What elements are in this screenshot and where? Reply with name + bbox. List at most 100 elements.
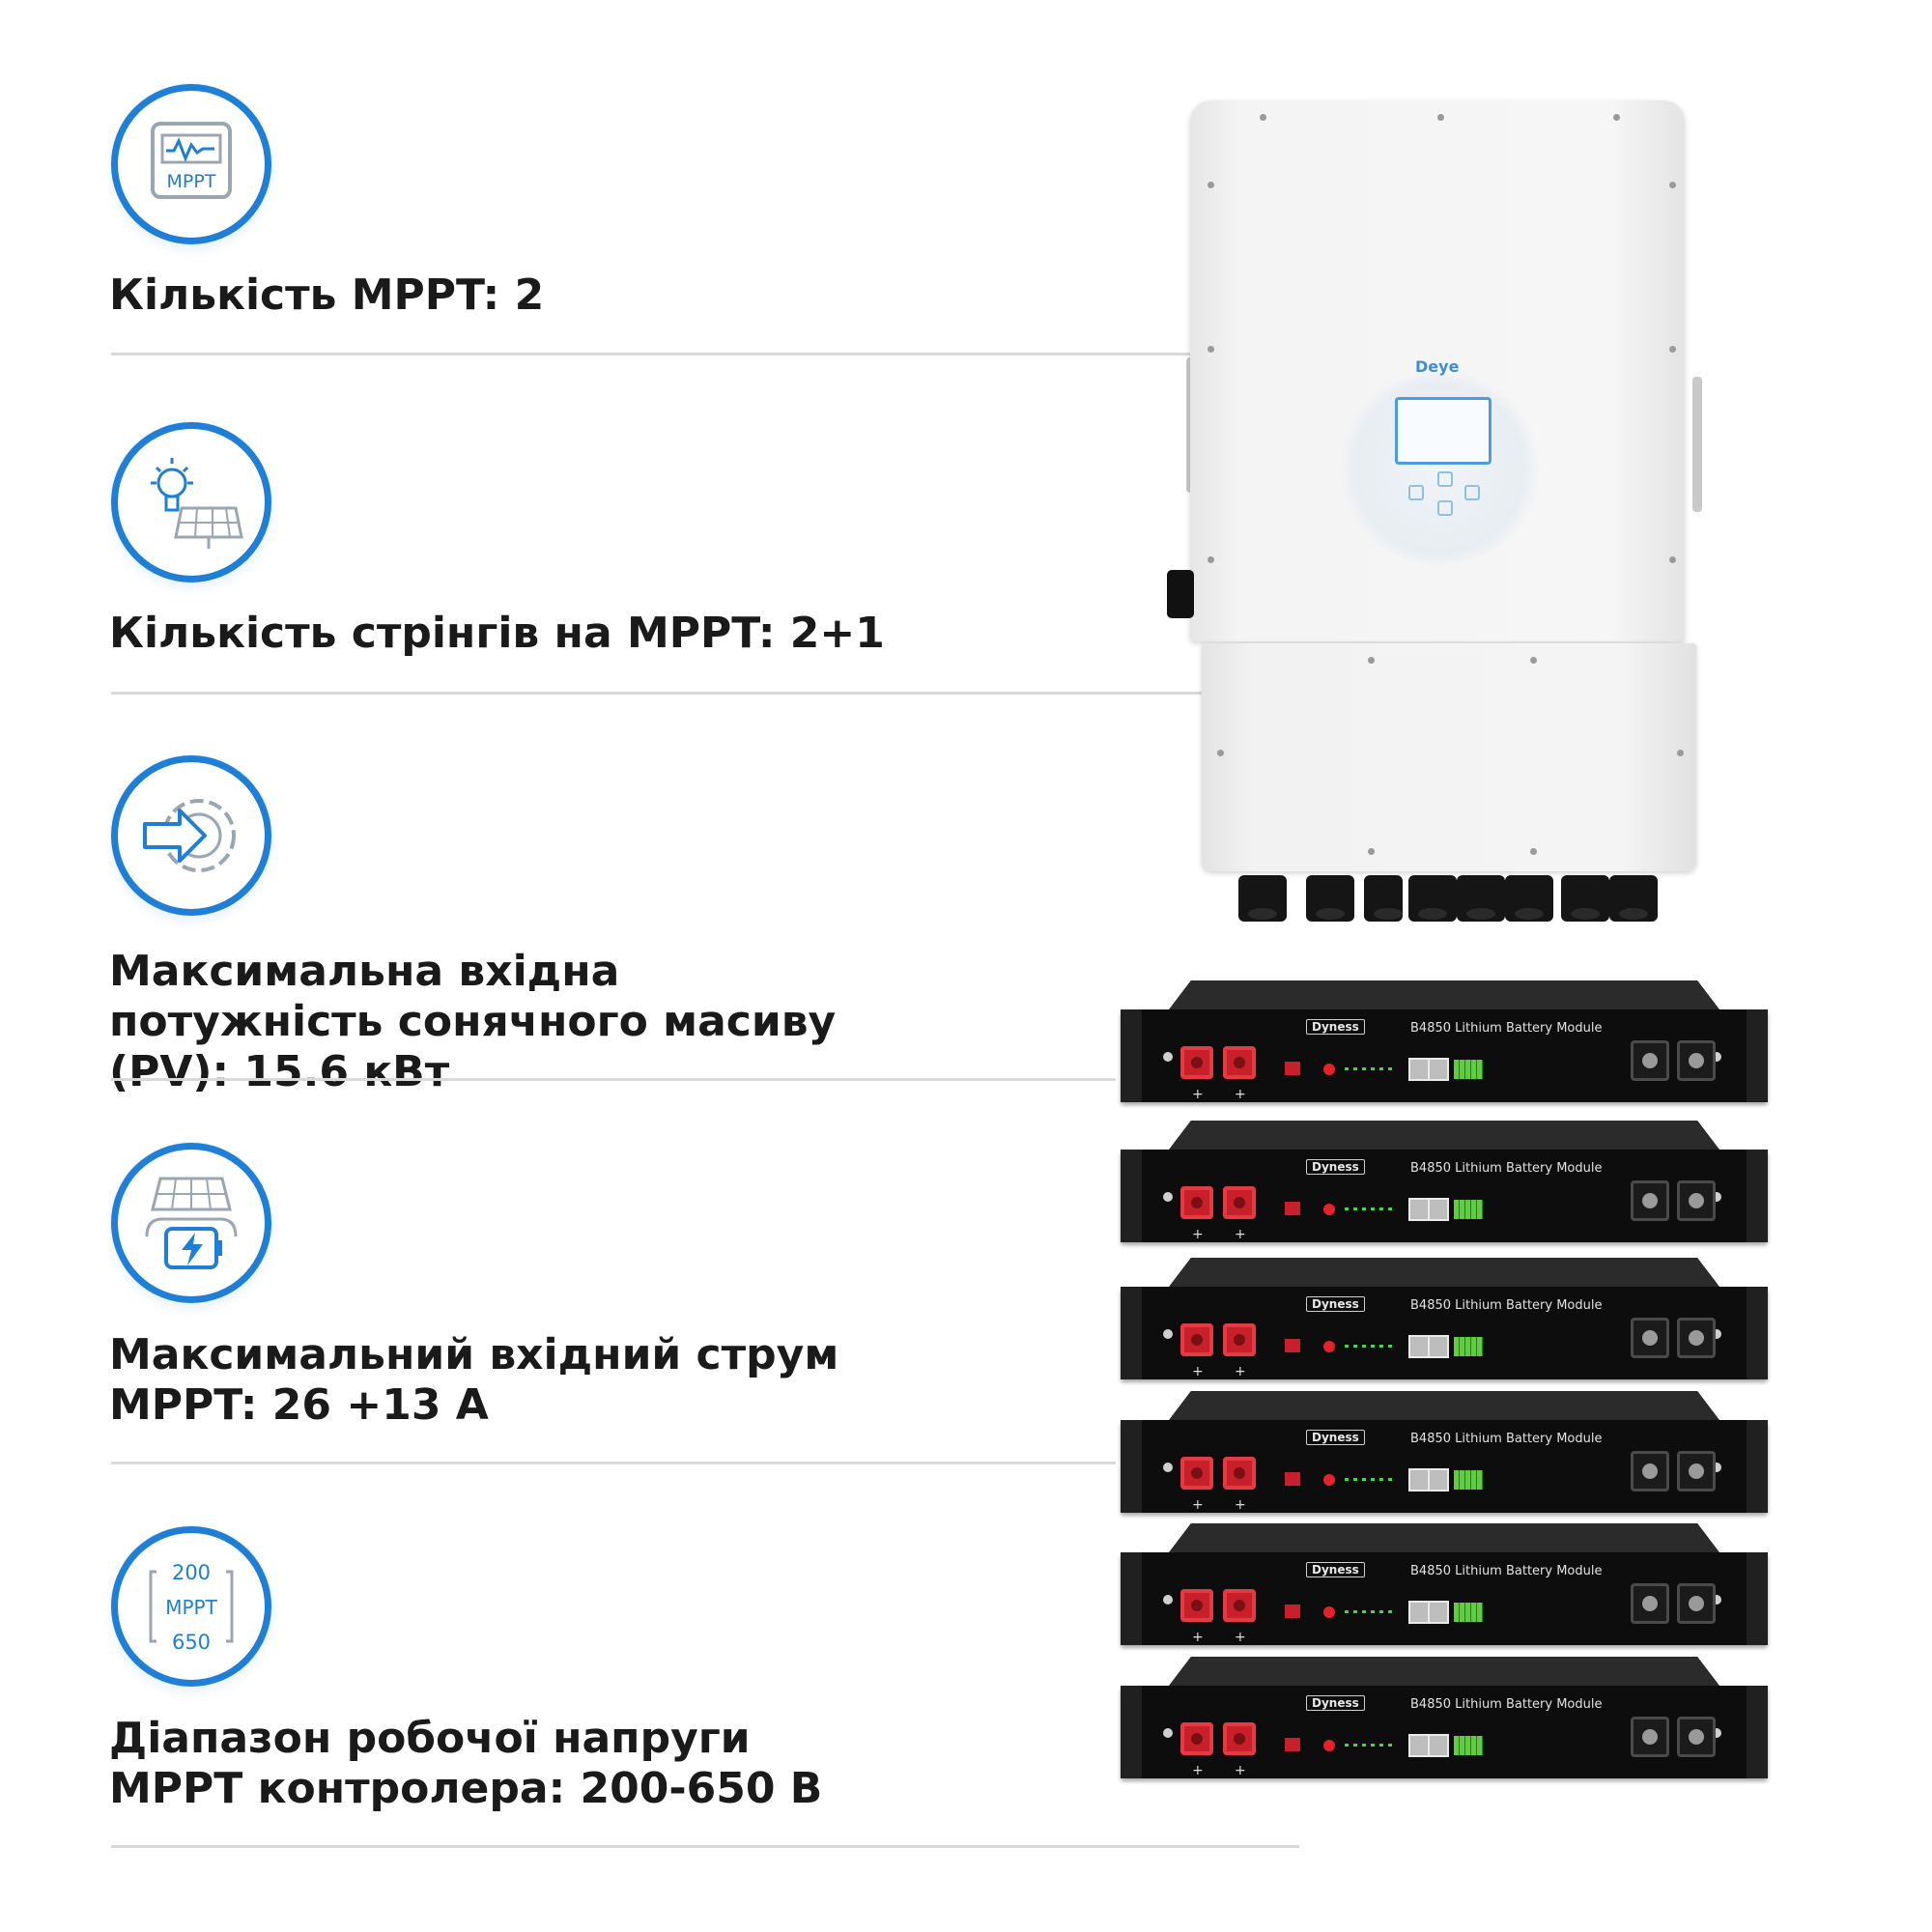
plus-sign-icon: +	[1192, 1227, 1204, 1242]
battery-top	[1169, 1258, 1719, 1287]
feature-text: Кількість MPPT: 2	[109, 270, 545, 320]
power-button	[1323, 1204, 1335, 1215]
screw	[1163, 1728, 1173, 1738]
soc-leds	[1345, 1478, 1393, 1481]
svg-text:MPPT: MPPT	[165, 1596, 217, 1619]
cable-gland	[1505, 875, 1553, 922]
screw	[1163, 1595, 1173, 1605]
screw	[1208, 346, 1214, 353]
lightbulb-solar-panel-icon	[111, 422, 271, 582]
rack-ear	[1121, 1287, 1142, 1379]
comm-port-icon	[1408, 1601, 1430, 1624]
feature-text: Максимальний вхідний струм MPPT: 26 +13 …	[109, 1330, 839, 1430]
power-terminal-icon	[1223, 1457, 1256, 1490]
battery-model-label: B4850 Lithium Battery Module	[1410, 1564, 1603, 1578]
soc-leds	[1345, 1067, 1393, 1070]
inverter-display	[1395, 397, 1492, 465]
battery-front-panel: + + Dyness B4850 Lithium Battery Module	[1121, 1150, 1768, 1242]
battery-model-label: B4850 Lithium Battery Module	[1410, 1298, 1603, 1313]
power-button	[1323, 1606, 1335, 1618]
battery-brand: Dyness	[1306, 1695, 1365, 1711]
rack-ear	[1747, 1552, 1768, 1645]
screw	[1669, 556, 1676, 563]
battery-brand: Dyness	[1306, 1159, 1365, 1175]
power-terminal-icon	[1180, 1186, 1213, 1219]
screw	[1368, 657, 1375, 664]
screw	[1163, 1463, 1173, 1472]
plus-sign-icon: +	[1235, 1087, 1246, 1102]
dry-contact-terminal	[1454, 1200, 1483, 1219]
battery-top	[1169, 1391, 1719, 1420]
screw	[1677, 750, 1684, 756]
address-switch	[1285, 1605, 1300, 1618]
battery-front-panel: + + Dyness B4850 Lithium Battery Module	[1121, 1552, 1768, 1645]
comm-port-icon	[1428, 1198, 1449, 1221]
screw	[1530, 657, 1537, 664]
battery-front-panel: + + Dyness B4850 Lithium Battery Module	[1121, 1009, 1768, 1102]
comm-port-icon	[1408, 1734, 1430, 1757]
dry-contact-terminal	[1454, 1470, 1483, 1490]
battery-module: + + Dyness B4850 Lithium Battery Module	[1121, 1258, 1768, 1381]
dry-contact-terminal	[1454, 1603, 1483, 1622]
rack-ear	[1747, 1287, 1768, 1379]
rack-ear	[1121, 1150, 1142, 1242]
cable-gland	[1561, 875, 1609, 922]
battery-top	[1169, 1121, 1719, 1150]
rack-ear	[1121, 1686, 1142, 1778]
battery-brand: Dyness	[1306, 1430, 1365, 1445]
mppt-monitor-icon: MPPT	[111, 84, 271, 244]
inverter-button-icon	[1437, 500, 1453, 516]
battery-module: + + Dyness B4850 Lithium Battery Module	[1121, 1391, 1768, 1515]
plus-sign-icon: +	[1192, 1087, 1204, 1102]
feature-text: Діапазон робочої напруги MPPT контролера…	[109, 1714, 823, 1813]
arrow-gear-icon	[111, 755, 271, 916]
rack-ear	[1121, 1552, 1142, 1645]
output-connector-icon	[1631, 1717, 1669, 1757]
screw	[1437, 114, 1444, 121]
screw	[1712, 1728, 1721, 1738]
screw	[1712, 1463, 1721, 1472]
screw	[1530, 848, 1537, 855]
dry-contact-terminal	[1454, 1060, 1483, 1079]
plus-sign-icon: +	[1235, 1497, 1246, 1513]
battery-module: + + Dyness B4850 Lithium Battery Module	[1121, 1657, 1768, 1780]
plus-sign-icon: +	[1235, 1364, 1246, 1379]
screw	[1613, 114, 1620, 121]
screw	[1669, 346, 1676, 353]
battery-module: + + Dyness B4850 Lithium Battery Module	[1121, 980, 1768, 1104]
rack-ear	[1747, 1686, 1768, 1778]
battery-top	[1169, 980, 1719, 1009]
plus-sign-icon: +	[1192, 1364, 1204, 1379]
battery-model-label: B4850 Lithium Battery Module	[1410, 1021, 1603, 1036]
screw	[1208, 556, 1214, 563]
battery-module: + + Dyness B4850 Lithium Battery Module	[1121, 1523, 1768, 1647]
address-switch	[1285, 1202, 1300, 1215]
battery-brand: Dyness	[1306, 1562, 1365, 1577]
comm-port-icon	[1428, 1734, 1449, 1757]
rack-ear	[1747, 1420, 1768, 1513]
divider	[111, 1462, 1116, 1464]
cable-gland	[1609, 875, 1658, 922]
comm-port-icon	[1408, 1468, 1430, 1492]
plus-sign-icon: +	[1235, 1763, 1246, 1778]
power-terminal-icon	[1180, 1457, 1213, 1490]
comm-port-icon	[1428, 1601, 1449, 1624]
inverter-logo: Deye	[1415, 357, 1460, 376]
hybrid-inverter-image: Deye	[1159, 97, 1702, 927]
divider	[111, 1078, 1116, 1081]
soc-leds	[1345, 1208, 1393, 1210]
power-button	[1323, 1474, 1335, 1486]
comm-port-icon	[1428, 1468, 1449, 1492]
cable-gland	[1364, 875, 1403, 922]
battery-model-label: B4850 Lithium Battery Module	[1410, 1697, 1603, 1712]
battery-model-label: B4850 Lithium Battery Module	[1410, 1432, 1603, 1446]
output-connector-icon	[1677, 1717, 1716, 1757]
screw	[1368, 848, 1375, 855]
dc-switch	[1167, 570, 1194, 618]
power-terminal-icon	[1180, 1323, 1213, 1356]
battery-brand: Dyness	[1306, 1296, 1365, 1312]
screw	[1208, 182, 1214, 188]
inverter-button-icon	[1408, 485, 1424, 500]
soc-leds	[1345, 1744, 1393, 1747]
power-terminal-icon	[1180, 1589, 1213, 1622]
